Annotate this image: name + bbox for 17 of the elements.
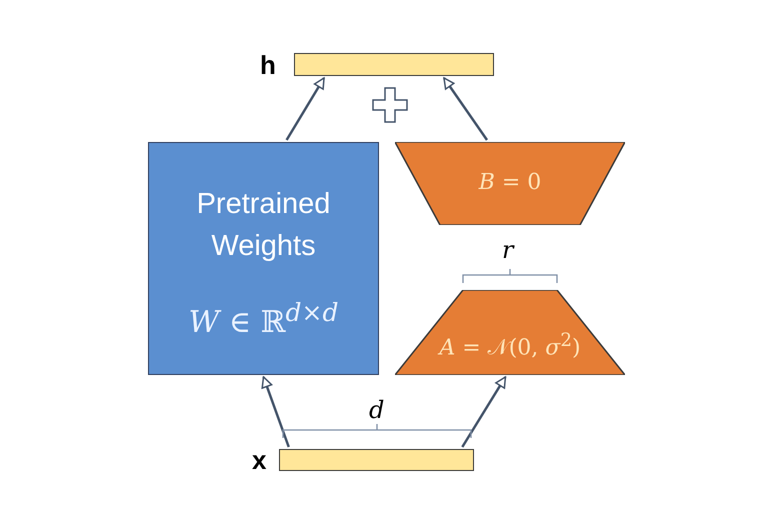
- dimension-label: r: [502, 236, 514, 264]
- block-title: Pretrained Weights: [196, 187, 332, 264]
- arrow: [261, 376, 290, 448]
- arrow: [442, 77, 488, 141]
- arrow: [461, 376, 506, 448]
- dimension-label: d: [369, 396, 384, 424]
- weights-block: [148, 142, 379, 375]
- input-vector-bar: [279, 449, 474, 471]
- vector-label: h: [260, 50, 276, 81]
- formula: W ∈ ℝ$^{d×d}$: [187, 298, 340, 340]
- arrow: [286, 77, 326, 141]
- trapezoid-block: [395, 142, 625, 225]
- formula: B = 0: [478, 170, 542, 195]
- output-vector-bar: [294, 53, 494, 76]
- formula: A = 𝒩(0, σ$^{2}$): [436, 330, 582, 360]
- vector-label: x: [252, 445, 266, 476]
- trapezoid-block: [395, 290, 625, 375]
